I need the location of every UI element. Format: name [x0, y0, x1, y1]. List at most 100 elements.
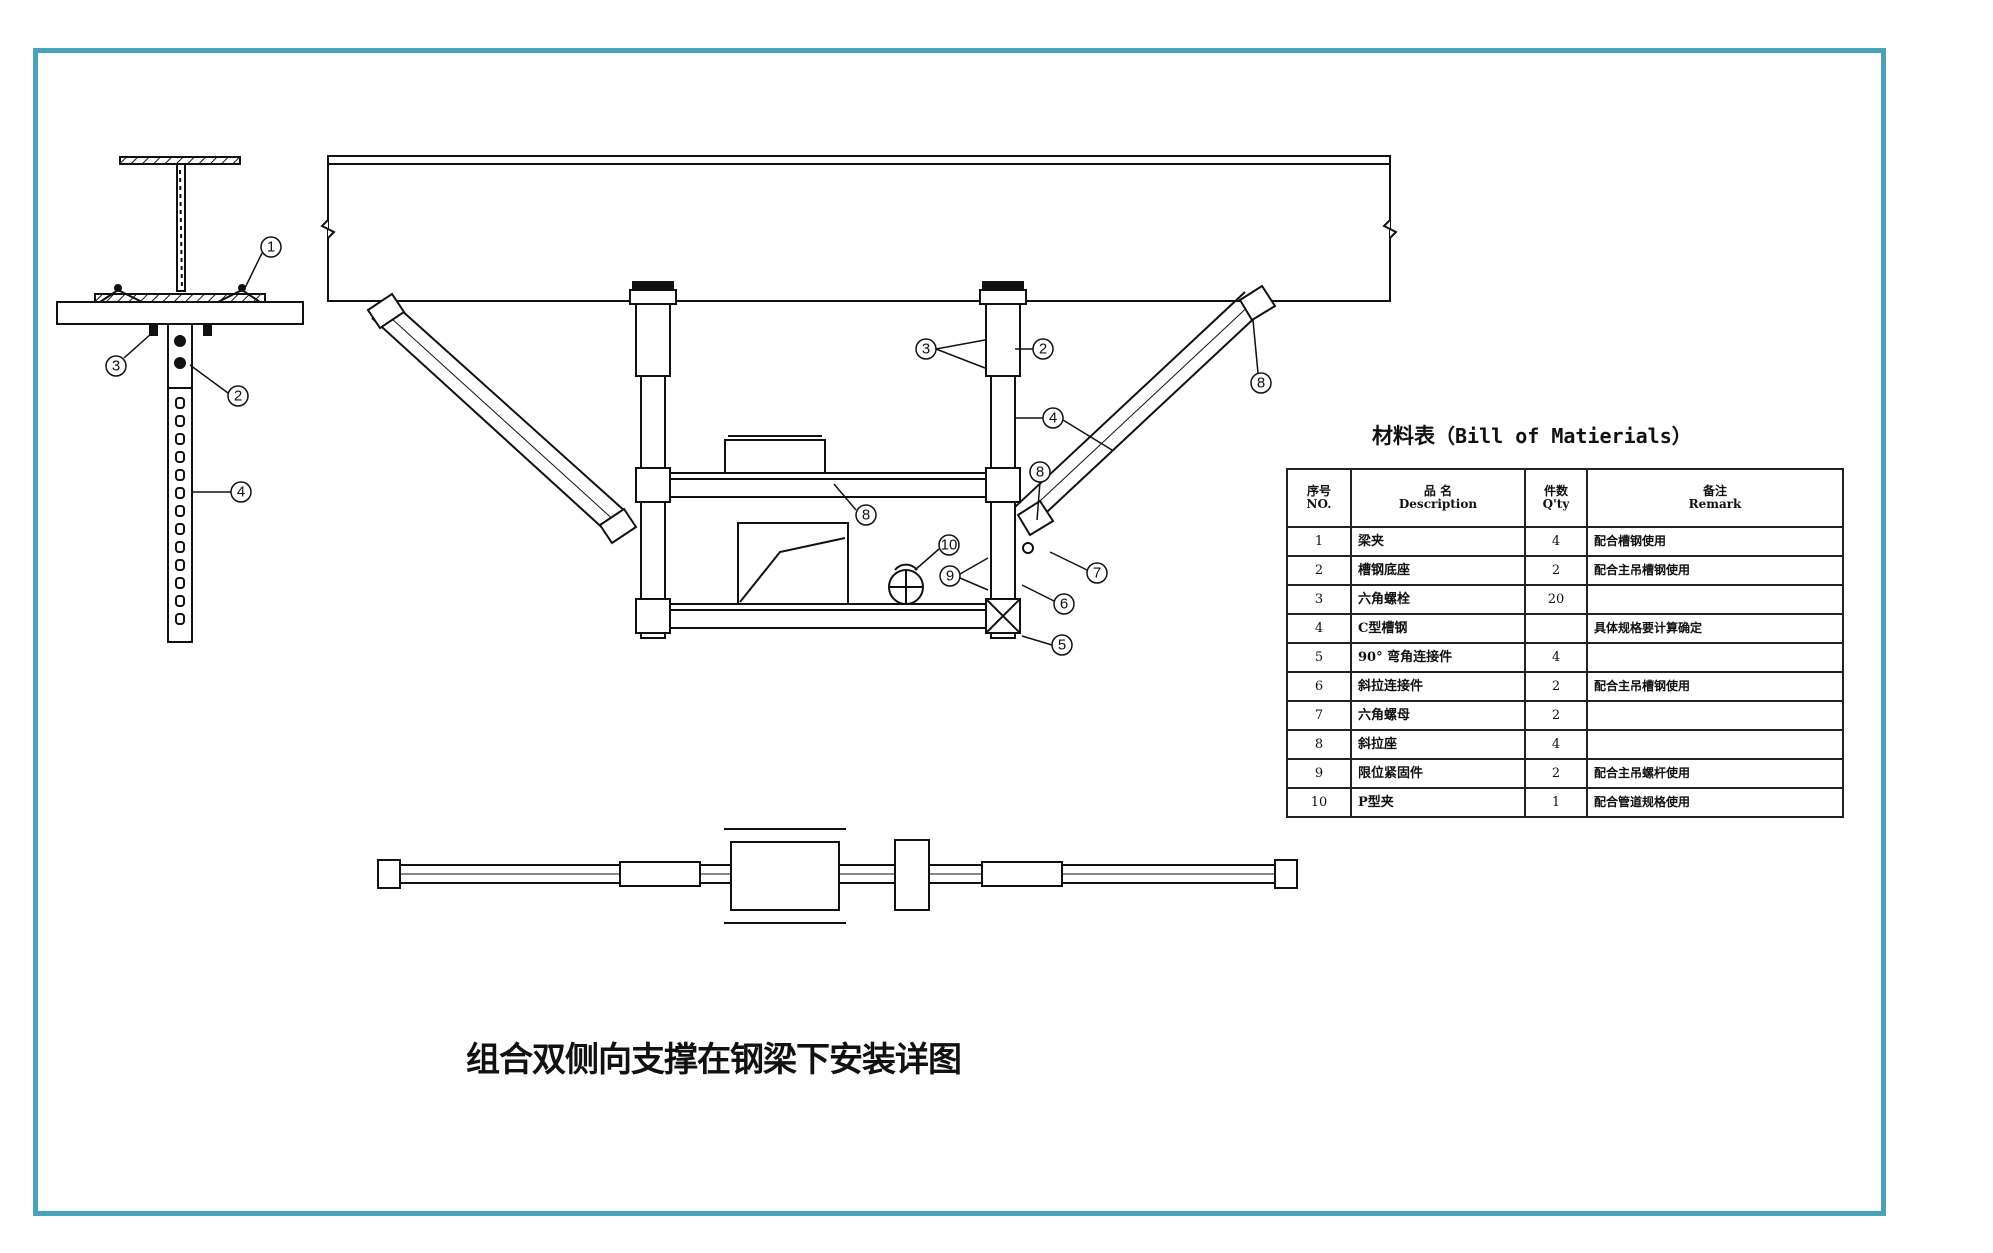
bom-title: 材料表（Bill of Matierials）	[1372, 420, 1692, 450]
angle-connector-bl	[635, 598, 671, 634]
bom-cell-no: 7	[1286, 700, 1352, 731]
channel-slot	[175, 415, 185, 427]
c-channel-vertical-right	[990, 375, 1016, 639]
plan-end-right	[1274, 859, 1298, 889]
duct-section	[724, 439, 826, 474]
bom-cell-desc: 限位紧固件	[1350, 758, 1526, 789]
bom-cell-desc: 90° 弯角连接件	[1350, 642, 1526, 673]
front-view	[320, 155, 1398, 639]
channel-slot	[175, 469, 185, 481]
bom-cell-qty: 2	[1524, 555, 1588, 586]
channel-slot	[175, 577, 185, 589]
bom-title-zh: 材料表	[1372, 424, 1435, 448]
front-callout-label: 3	[922, 341, 930, 358]
channel-slot	[175, 613, 185, 625]
callout-2	[227, 385, 249, 407]
bom-cell-no: 9	[1286, 758, 1352, 789]
front-callout-label: 10	[941, 537, 958, 554]
c-channel-horizontal-lower	[664, 603, 992, 629]
channel-slots	[175, 397, 185, 625]
bom-header-desc-zh: 品 名	[1423, 484, 1453, 498]
bom-cell-qty: 2	[1524, 671, 1588, 702]
bom-cell-no: 8	[1286, 729, 1352, 760]
equipment-box	[737, 522, 849, 605]
bom-cell-no: 1	[1286, 526, 1352, 557]
ceiling-slab-section	[119, 156, 241, 165]
bom-cell-no: 4	[1286, 613, 1352, 644]
bom-header-remark-zh: 备注	[1702, 484, 1727, 498]
plan-view	[377, 828, 1298, 924]
bom-header-no-en: NO.	[1306, 497, 1332, 511]
bom-cell-remark	[1586, 584, 1844, 615]
bom-cell-no: 3	[1286, 584, 1352, 615]
beam-flange-section	[94, 293, 266, 303]
callouts: 1 2 3 4 3 2 4 8 8	[105, 236, 1272, 656]
front-callout-label: 4	[1049, 410, 1057, 427]
front-callout-label: 5	[1058, 637, 1066, 654]
callout-4-label: 4	[237, 484, 245, 501]
bom-cell-desc: 六角螺母	[1350, 700, 1526, 731]
channel-slot	[175, 397, 185, 409]
diagonal-brace-right	[1014, 284, 1277, 537]
beam-clamp-left-front	[629, 289, 677, 305]
front-callout-label: 6	[1060, 596, 1068, 613]
channel-slot	[175, 541, 185, 553]
channel-crossbar-side	[56, 301, 304, 325]
bom-cell-desc: P型夹	[1350, 787, 1526, 818]
bom-header-no-zh: 序号	[1306, 484, 1331, 498]
bom-cell-qty: 20	[1524, 584, 1588, 615]
channel-base-right	[985, 303, 1021, 377]
front-callout-label: 8	[1036, 464, 1044, 481]
c-channel-horizontal-upper	[664, 472, 992, 498]
bom-header-qty-en: Q'ty	[1542, 497, 1570, 511]
bom-cell-remark	[1586, 729, 1844, 760]
equipment-contour	[739, 537, 846, 603]
bom-cell-remark: 配合管道规格使用	[1586, 787, 1844, 818]
c-channel-vertical-side	[167, 387, 193, 643]
callout-3	[105, 355, 127, 377]
bom-title-en: （Bill of Matierials）	[1435, 424, 1692, 448]
bom-cell-qty: 4	[1524, 526, 1588, 557]
bom-header-desc-en: Description	[1398, 497, 1478, 511]
bom-cell-desc: 斜拉连接件	[1350, 671, 1526, 702]
bom-cell-remark: 配合槽钢使用	[1586, 526, 1844, 557]
front-callout-label: 8	[862, 507, 870, 524]
channel-slot	[175, 433, 185, 445]
plan-channel-base-right	[981, 861, 1063, 887]
drawing-caption: 组合双侧向支撑在钢梁下安装详图	[466, 1040, 962, 1080]
bom-cell-no: 5	[1286, 642, 1352, 673]
drawing-border	[33, 48, 1886, 1216]
bom-cell-qty: 2	[1524, 700, 1588, 731]
bom-cell-qty	[1524, 613, 1588, 644]
channel-slot	[175, 505, 185, 517]
bom-cell-remark: 配合主吊螺杆使用	[1586, 758, 1844, 789]
channel-base-left	[635, 303, 671, 377]
front-callout-label: 7	[1093, 565, 1101, 582]
front-callout-label: 9	[946, 568, 954, 585]
bom-cell-desc: 槽钢底座	[1350, 555, 1526, 586]
bom-cell-qty: 1	[1524, 787, 1588, 818]
bom-cell-no: 6	[1286, 671, 1352, 702]
p-clamp	[894, 563, 918, 571]
callout-2-label: 2	[234, 388, 242, 405]
bom-cell-remark	[1586, 700, 1844, 731]
angle-connector-tr	[985, 467, 1021, 503]
bom-cell-qty: 2	[1524, 758, 1588, 789]
